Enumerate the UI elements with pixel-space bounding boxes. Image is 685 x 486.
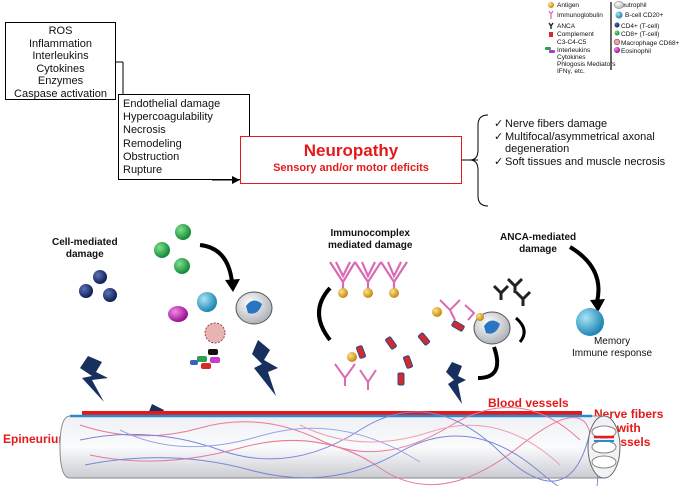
cytokine	[208, 349, 218, 355]
outcome-item: ✓ Soft tissues and muscle necrosis	[494, 155, 666, 168]
damage-item: Remodeling	[123, 137, 182, 150]
antigen	[476, 313, 484, 321]
vasa-nervorum-vessels	[79, 407, 599, 486]
legend-cd4: CD4+ (T-cell)	[621, 23, 660, 30]
blood-vessels-label: Blood vessels	[488, 396, 569, 410]
cd8-tcell	[174, 258, 190, 274]
immunoglobulin	[439, 299, 461, 321]
cd8-tcell	[175, 224, 191, 240]
legend-macrophage: Macrophage CD68+	[621, 40, 680, 47]
cell-mediated-label: Cell-mediated damage	[52, 237, 118, 260]
macrophage	[204, 322, 226, 344]
legend-anca: ANCA	[557, 23, 576, 30]
eosinophil	[168, 306, 188, 322]
mechanism-item: Cytokines	[36, 62, 85, 75]
curved-arrow	[477, 346, 500, 380]
vasa-nervorum-label: Vasa nervorum	[117, 455, 204, 469]
cytokine	[197, 356, 207, 362]
outcomes-list: ✓ Nerve fibers damage ✓ Multifocal/asymm…	[494, 118, 684, 168]
antigen	[432, 307, 442, 317]
legend-cd8-icon	[614, 30, 620, 36]
neutrophil	[473, 311, 511, 345]
damage-item: Hypercoagulability	[123, 111, 213, 124]
lightning-icon	[80, 356, 108, 402]
damage-item: Endothelial damage	[123, 98, 221, 110]
mechanisms-box: ROS Inflammation Interleukins Cytokines …	[5, 22, 116, 100]
lightning-icon	[226, 426, 258, 452]
cytokine	[201, 363, 211, 369]
legend-phlogosis: Phlogosis Mediators	[557, 61, 616, 68]
check-icon: ✓	[494, 118, 504, 130]
immunocomplex-label: Immunocomplex mediated damage	[328, 228, 413, 251]
check-icon: ✓	[494, 130, 504, 143]
damage-item: Obstruction	[123, 150, 180, 163]
outcomes-bracket	[469, 114, 489, 207]
cd4-tcell	[103, 288, 117, 302]
cd8-tcell	[154, 242, 170, 258]
legend-bcell: B-cell CD20+	[625, 12, 664, 19]
anca-label: ANCA-mediated damage	[500, 232, 577, 255]
legend-cd4-icon	[614, 22, 620, 28]
legend-anca-icon	[548, 22, 554, 29]
cd4-tcell	[93, 270, 107, 284]
immunoglobulin-pair	[334, 363, 377, 390]
mechanism-item: ROS	[48, 25, 73, 37]
damage-item: Necrosis	[123, 124, 166, 137]
check-icon: ✓	[494, 155, 504, 168]
curved-arrow	[199, 243, 234, 283]
legend-antigen-icon	[548, 2, 554, 8]
legend-ifn: IFNγ, etc.	[557, 68, 585, 75]
legend-bcell-icon	[615, 11, 623, 19]
lightning-icon	[148, 404, 172, 446]
epineurium-label: Epineurium	[3, 432, 70, 446]
immunocomplex-row	[329, 261, 408, 290]
legend-immunoglobulin: Immunoglobulin	[557, 12, 603, 19]
outcome-item: ✓ Nerve fibers damage	[494, 118, 608, 130]
mechanism-item: Inflammation	[29, 37, 92, 50]
legend-neutrophil: Neutrophil	[617, 2, 647, 9]
antigen	[338, 288, 348, 298]
legend-eosinophil: Eosinophil	[621, 48, 651, 55]
antigen	[389, 288, 399, 298]
curved-arrow	[317, 286, 332, 342]
neuropathy-box: Neuropathy Sensory and/or motor deficits	[240, 136, 462, 184]
complement-group	[356, 320, 465, 386]
outcome-item: ✓ Multifocal/asymmetrical axonal degener…	[494, 130, 655, 156]
lightning-bolts	[80, 340, 466, 452]
lightning-icon	[446, 362, 466, 404]
anca-antibodies	[492, 277, 532, 306]
memory-bcell	[576, 308, 604, 336]
legend-complement-c3: C3-C4-C5	[557, 39, 587, 46]
nerve-fibers-label: Nerve fibers with vessels	[594, 407, 664, 449]
cytokine	[190, 360, 198, 365]
legend-interleukin-icon	[545, 47, 551, 50]
legend-cytokines: Cytokines	[557, 54, 586, 61]
damage-box: Endothelial damage Hypercoagulability Ne…	[118, 94, 250, 180]
legend-antigen: Antigen	[557, 2, 580, 9]
neutrophil	[235, 291, 273, 325]
memory-label: Memory Immune response	[572, 336, 653, 359]
antigen	[347, 352, 357, 362]
cd4-tcell	[79, 284, 93, 298]
mechanism-item: Enzymes	[37, 75, 84, 87]
neuropathy-subtitle: Sensory and/or motor deficits	[273, 162, 429, 174]
mechanism-item: Interleukins	[32, 50, 89, 62]
cytokine	[210, 357, 220, 363]
antigen	[363, 288, 373, 298]
damage-item: Rupture	[123, 164, 163, 177]
bcell	[197, 292, 217, 312]
legend-cytokine-icon	[549, 50, 555, 53]
legend-immunoglobulin-icon	[548, 10, 554, 19]
mechanism-item: Caspase activation	[14, 87, 107, 100]
lightning-icon	[252, 340, 278, 396]
legend-interleukins: Interleukins	[557, 47, 591, 54]
neuropathy-title: Neuropathy	[303, 141, 399, 160]
legend-cd8: CD8+ (T-cell)	[621, 31, 660, 38]
legend-macrophage-icon	[613, 38, 621, 46]
legend-complement-icon	[549, 32, 553, 37]
legend-complement: Complement	[557, 31, 594, 38]
legend-eosinophil-icon	[614, 47, 620, 53]
